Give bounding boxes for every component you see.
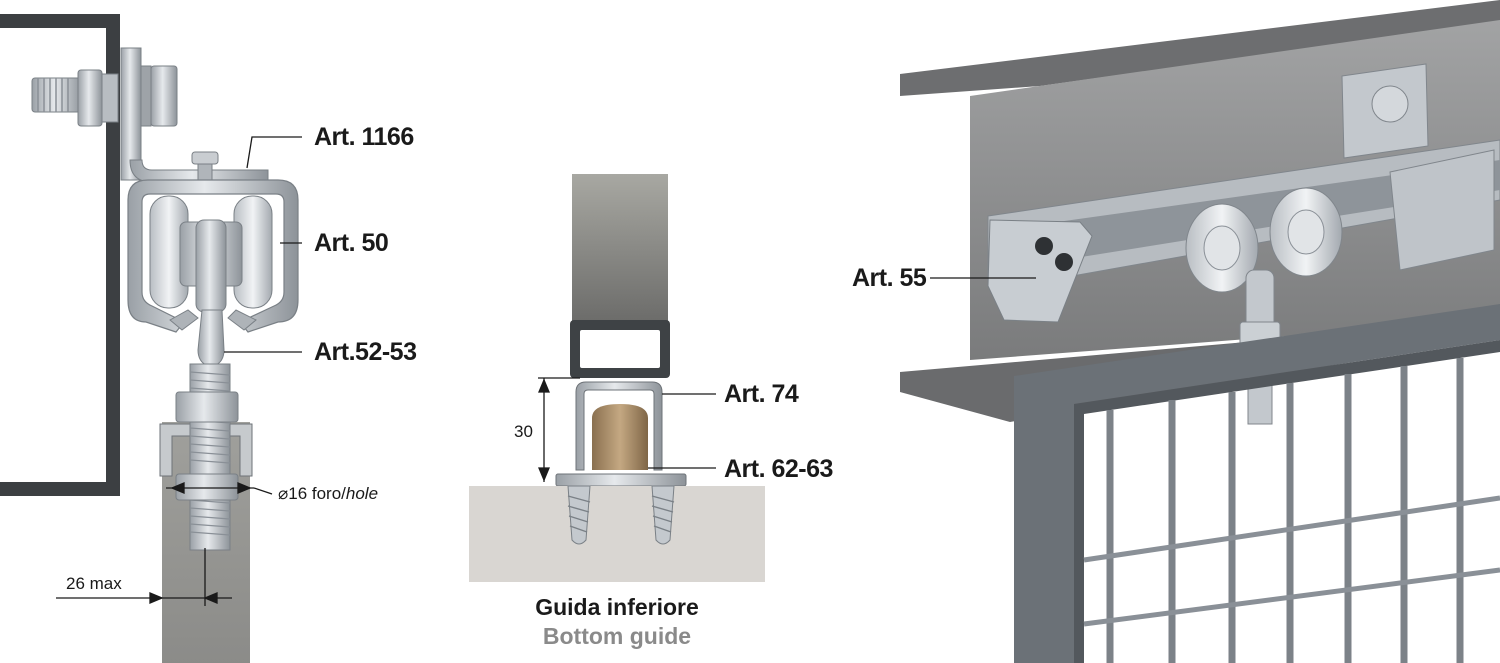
wall-bracket <box>0 14 120 496</box>
height-dimension: 30 <box>514 422 533 441</box>
gate-bar <box>572 174 668 322</box>
left-cross-section <box>0 14 302 663</box>
label-art-52-53: Art.52-53 <box>314 338 417 366</box>
hole-dimension: ⌀16 foro/hole <box>278 484 378 504</box>
base-plate <box>555 473 687 487</box>
trolley-3d <box>1185 187 1343 425</box>
label-art-1166: Art. 1166 <box>314 123 414 151</box>
anchor-bolt <box>31 65 178 127</box>
trolley-stem <box>197 309 225 367</box>
bottom-guide-section <box>469 174 765 582</box>
end-cap <box>987 219 1093 323</box>
hole-dimension-italic: hole <box>345 484 379 503</box>
label-art-50: Art. 50 <box>314 229 389 257</box>
leader-art-1166 <box>246 136 302 169</box>
trolley-wheels <box>149 195 273 313</box>
caption-italian: Guida inferiore <box>535 594 699 620</box>
label-art-74: Art. 74 <box>724 380 799 408</box>
nylon-roller <box>592 404 648 470</box>
label-art-62-63: Art. 62-63 <box>724 455 833 483</box>
anchor-screws <box>567 485 675 545</box>
label-art-55: Art. 55 <box>852 264 927 292</box>
u-guide <box>575 381 663 471</box>
caption-english: Bottom guide <box>542 623 692 649</box>
gate-frame-top <box>1014 304 1500 663</box>
width-dimension: 26 max <box>66 574 122 593</box>
hole-dimension-text: ⌀16 foro/ <box>278 484 346 503</box>
c-profile <box>127 179 299 333</box>
concrete-floor <box>469 486 765 582</box>
beam-top-flange <box>900 0 1500 96</box>
gate-3d-view <box>900 0 1500 663</box>
